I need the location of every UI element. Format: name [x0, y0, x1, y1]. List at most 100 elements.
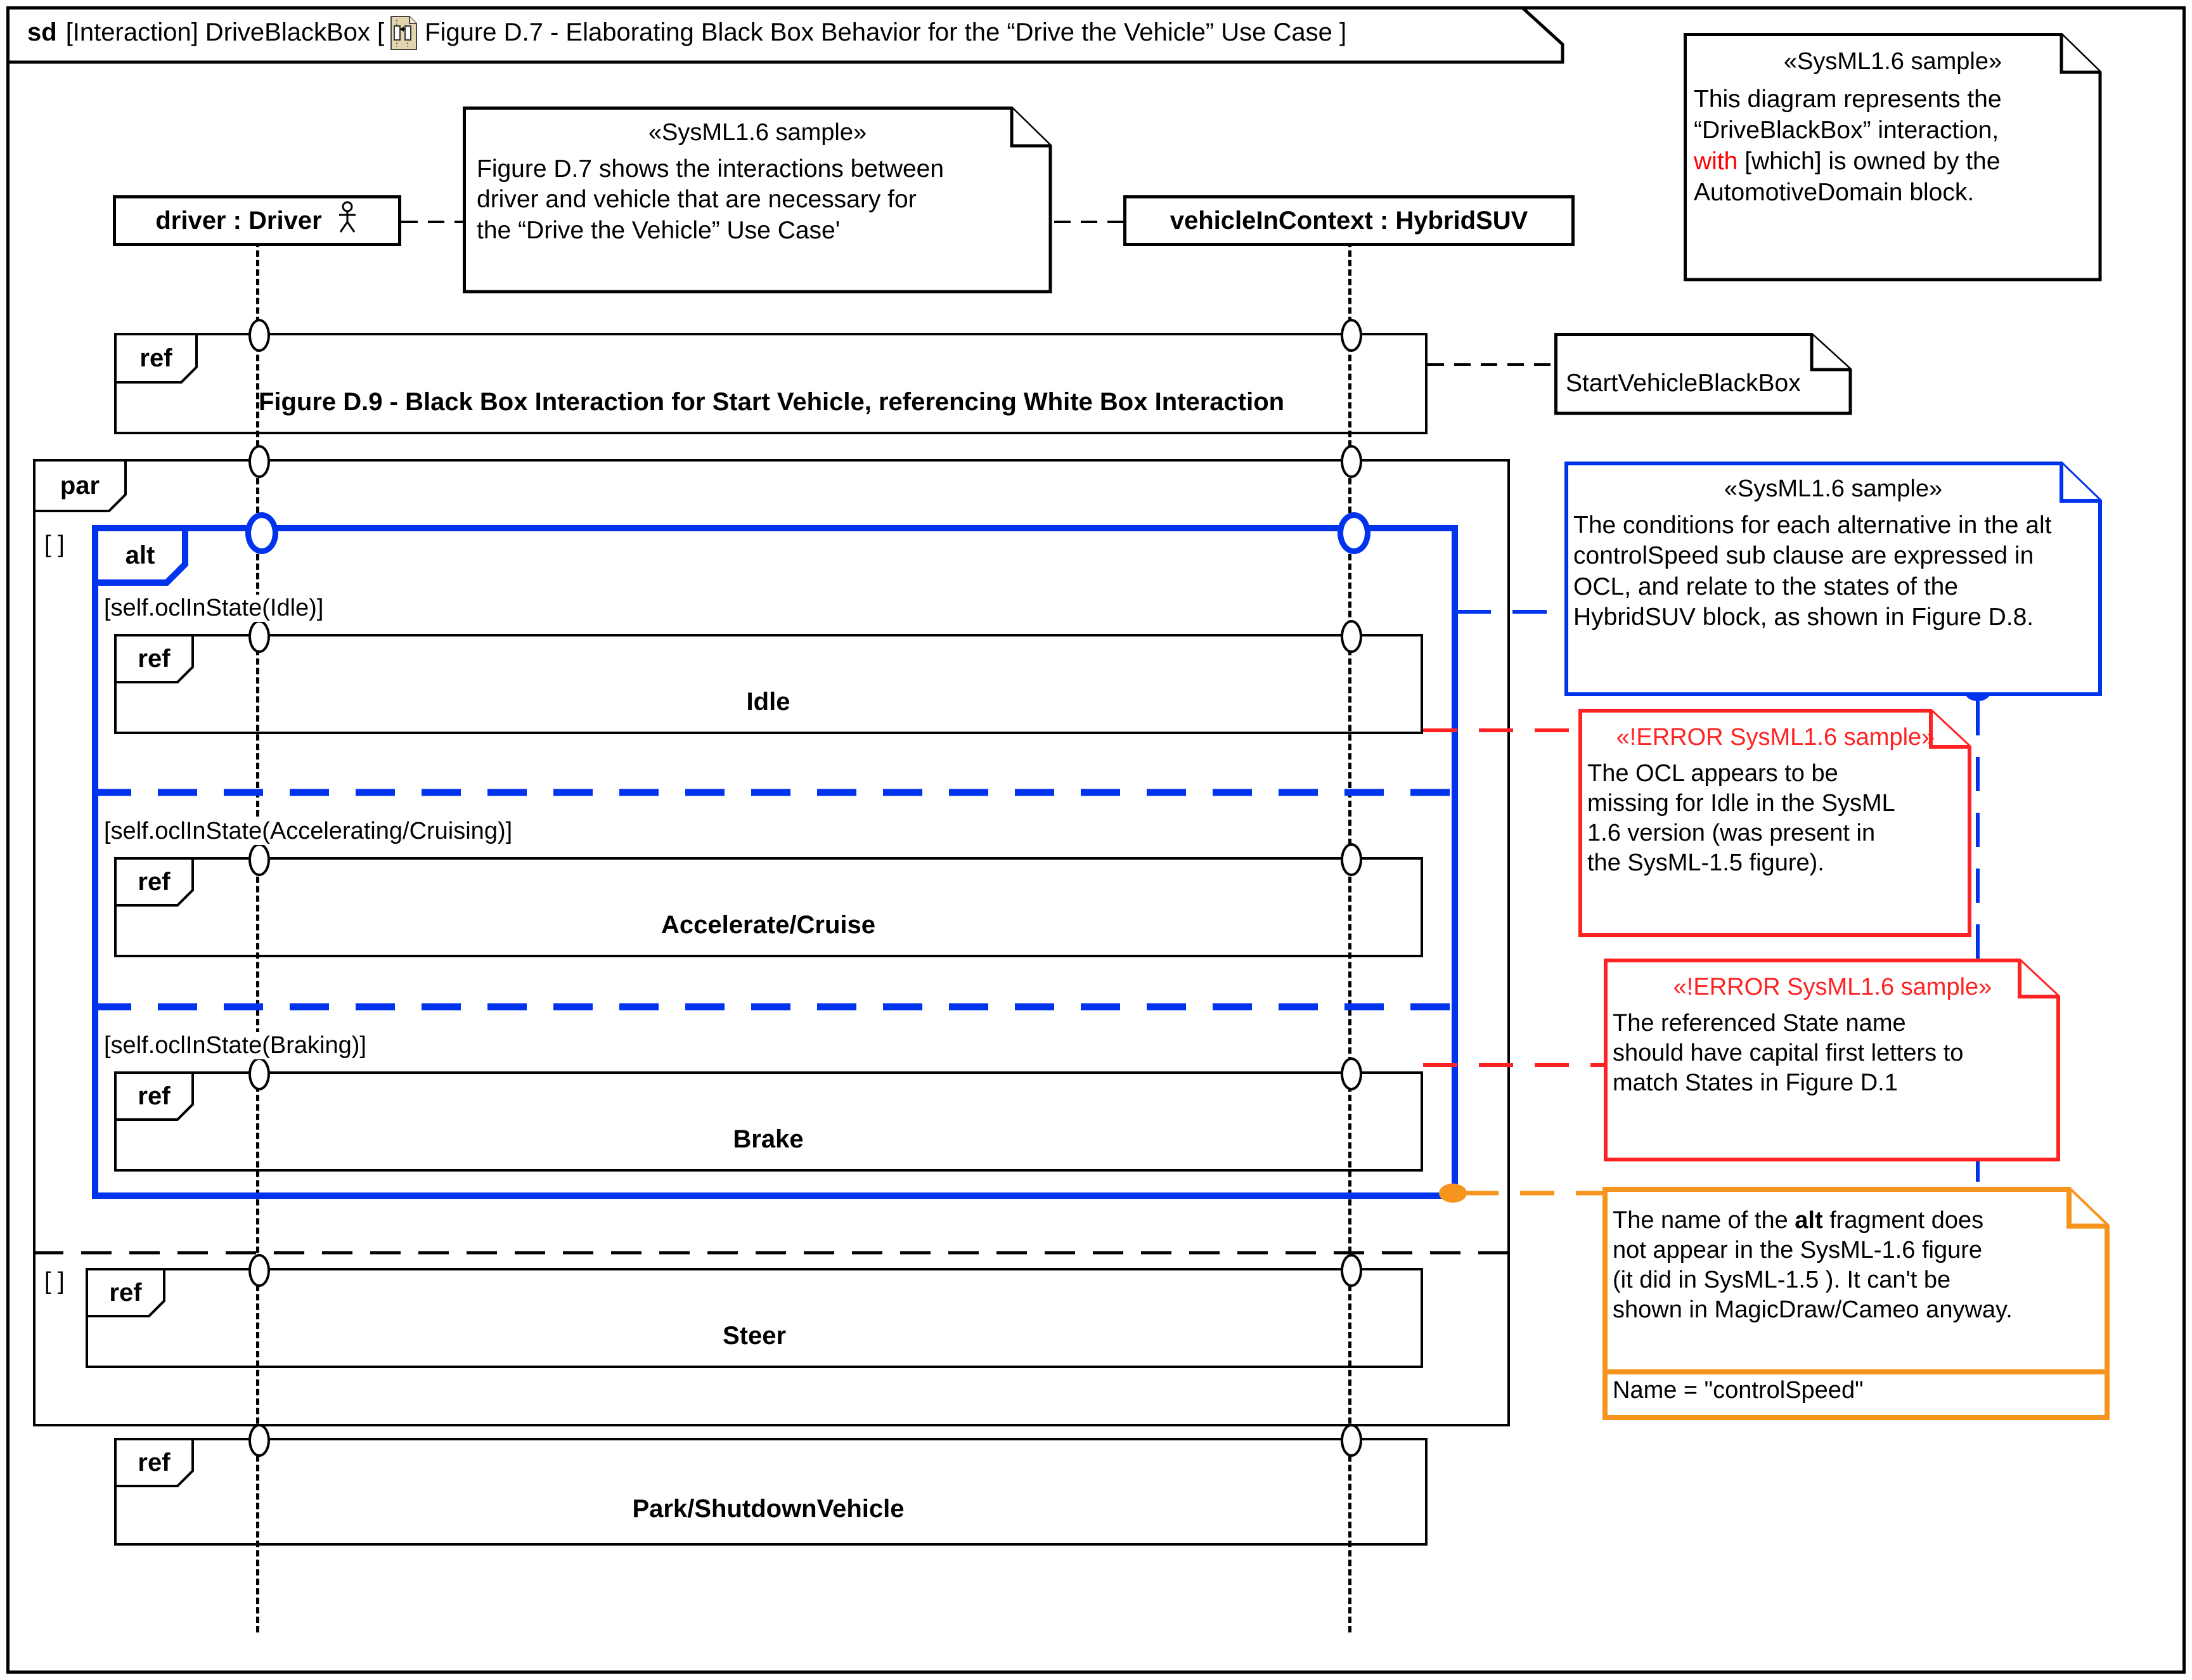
occurrence-spec: [1341, 843, 1362, 876]
note-line: the SysML-1.5 figure).: [1587, 850, 1824, 877]
occurrence-spec: [248, 445, 270, 478]
note-line: HybridSUV block, as shown in Figure D.8.: [1573, 604, 2034, 631]
note-line: The conditions for each alternative in t…: [1573, 512, 2052, 540]
fragment-ref-idle[interactable]: [114, 634, 1423, 734]
ref-label-park-shutdown: Park/ShutdownVehicle: [632, 1495, 905, 1523]
note-line: the “Drive the Vehicle” Use Case': [477, 216, 841, 244]
header-text: [Interaction] DriveBlackBox [: [65, 18, 385, 46]
ref-operator-label: ref: [138, 644, 171, 673]
note-bold-word: alt: [1795, 1207, 1823, 1234]
alt-guard-accelerating: [self.oclInState(Accelerating/Cruising)]: [101, 818, 515, 845]
note-line-with-bold: The name of the alt fragment does: [1613, 1206, 2101, 1236]
alt-operand-separator-1: [92, 789, 1458, 796]
note-stereotype: «SysML1.6 sample»: [1724, 475, 1943, 502]
fragment-operator-ref-accelerate: ref: [114, 857, 194, 907]
ref-operator-label: ref: [138, 1448, 171, 1476]
lifeline-label-driver: driver : Driver: [155, 206, 322, 235]
occurrence-spec: [248, 1057, 270, 1090]
fragment-operator-ref-brake: ref: [114, 1071, 194, 1121]
fragment-ref-start-vehicle[interactable]: [114, 333, 1428, 434]
note-line: OCL, and relate to the states of the: [1573, 572, 1959, 600]
note-alt-name: The name of the alt fragment does not ap…: [1602, 1187, 2110, 1420]
fragment-ref-accelerate-cruise[interactable]: [114, 857, 1423, 957]
diagram-header: sd [Interaction] DriveBlackBox [ Figure: [6, 6, 1564, 64]
fragment-alt[interactable]: [92, 525, 1458, 1199]
note-line-pre: The name of the: [1613, 1207, 1795, 1234]
par-operator-label: par: [60, 471, 100, 500]
fragment-ref-park-shutdown[interactable]: [114, 1438, 1428, 1546]
note-error-ocl-missing: «!ERROR SysML1.6 sample» The OCL appears…: [1578, 709, 1971, 937]
ref-operator-label: ref: [139, 344, 172, 372]
fragment-ref-brake[interactable]: [114, 1071, 1423, 1172]
note-line: “DriveBlackBox” interaction,: [1694, 117, 1999, 144]
ref-label-idle: Idle: [746, 688, 790, 716]
lifeline-head-vehicle[interactable]: vehicleInContext : HybridSUV: [1123, 195, 1575, 246]
note-line: not appear in the SysML-1.6 figure: [1613, 1237, 1983, 1264]
vehicle-lifeline-line: [1348, 241, 1351, 1632]
ref-label-steer: Steer: [722, 1322, 787, 1350]
occurrence-spec: [248, 843, 270, 876]
driver-lifeline-line: [256, 241, 259, 1632]
note-stereotype: «!ERROR SysML1.6 sample»: [1673, 974, 1992, 1000]
error-note-1-connector: [1423, 728, 1588, 732]
occurrence-spec: [1341, 319, 1362, 352]
note-stereotype: «SysML1.6 sample»: [648, 119, 867, 146]
occurrence-spec: [248, 1254, 270, 1287]
occurrence-spec: [1341, 620, 1362, 653]
error-note-2-connector: [1423, 1063, 1626, 1067]
occurrence-spec: [1341, 1057, 1362, 1090]
fragment-par[interactable]: [33, 459, 1510, 1426]
header-kind-label: sd: [27, 18, 57, 46]
note-line: controlSpeed sub clause are expressed in: [1573, 542, 2034, 570]
fragment-operator-ref-steer: ref: [86, 1268, 165, 1317]
note-alt-conditions: «SysML1.6 sample» The conditions for eac…: [1564, 462, 2102, 696]
ref-label-accelerate-cruise: Accelerate/Cruise: [661, 911, 875, 939]
note-line: Figure D.7 shows the interactions betwee…: [477, 155, 944, 183]
ref-operator-label: ref: [109, 1278, 142, 1307]
ref-label-start-vehicle: Figure D.9 - Black Box Interaction for S…: [258, 388, 1285, 416]
note-line: 1.6 version (was present in: [1587, 820, 1876, 847]
note-line-with-accent: with [which] is owned by the: [1694, 146, 2092, 177]
note-stereotype: «SysML1.6 sample»: [1783, 48, 2002, 75]
header-title: Figure D.7 - Elaborating Black Box Behav…: [425, 18, 1347, 46]
occurrence-spec: [1341, 445, 1362, 478]
note-line-rest: [which] is owned by the: [1737, 148, 2001, 176]
fragment-operator-ref-idle: ref: [114, 634, 194, 683]
par-operand-guard-1: [ ]: [42, 531, 67, 559]
interaction-diagram-icon: [390, 15, 418, 50]
actor-stick-figure-icon: [336, 201, 359, 240]
note-line: missing for Idle in the SysML: [1587, 790, 1895, 817]
note-line-post: fragment does: [1822, 1207, 1984, 1234]
note-line: driver and vehicle that are necessary fo…: [477, 186, 917, 214]
note-accent-word: with: [1694, 148, 1738, 176]
note-stereotype: «!ERROR SysML1.6 sample»: [1616, 724, 1935, 751]
par-operand-guard-2: [ ]: [42, 1268, 67, 1295]
lifeline-head-driver[interactable]: driver : Driver: [113, 195, 401, 246]
ref-label-brake: Brake: [733, 1125, 804, 1153]
occurrence-spec: [248, 319, 270, 352]
occurrence-spec: [1341, 1254, 1362, 1287]
note-diagram-description: «SysML1.6 sample» This diagram represent…: [1684, 33, 2102, 281]
note-line: match States in Figure D.1: [1613, 1069, 1898, 1097]
alt-operand-separator-2: [92, 1003, 1458, 1011]
ref-startvehicle-note-connector: [1428, 363, 1554, 366]
alt-guard-idle: [self.oclInState(Idle)]: [101, 595, 326, 622]
note-line: (it did in SysML-1.5 ). It can't be: [1613, 1267, 1951, 1294]
note-line: The referenced State name: [1613, 1010, 1906, 1037]
occurrence-spec: [248, 1424, 270, 1457]
alt-note-route: [1457, 610, 1564, 614]
note-line: shown in MagicDraw/Cameo anyway.: [1613, 1296, 2013, 1324]
note-vehicle-connector: [1054, 221, 1124, 223]
occurrence-spec-alt-start-vehicle: [1338, 512, 1370, 554]
fragment-operator-ref-park: ref: [114, 1438, 194, 1487]
note-line: AutomotiveDomain block.: [1694, 179, 1975, 207]
note-start-vehicle-blackbox: StartVehicleBlackBox: [1554, 333, 1852, 415]
fragment-ref-steer[interactable]: [86, 1268, 1423, 1368]
lifeline-label-vehicle: vehicleInContext : HybridSUV: [1170, 206, 1528, 235]
note-line: should have capital first letters to: [1613, 1040, 1964, 1067]
alt-name-note-connector: [1439, 1184, 1648, 1203]
alt-guard-braking: [self.oclInState(Braking)]: [101, 1032, 369, 1059]
note-line: The OCL appears to be: [1587, 760, 1838, 787]
par-operand-separator: [33, 1251, 1510, 1255]
